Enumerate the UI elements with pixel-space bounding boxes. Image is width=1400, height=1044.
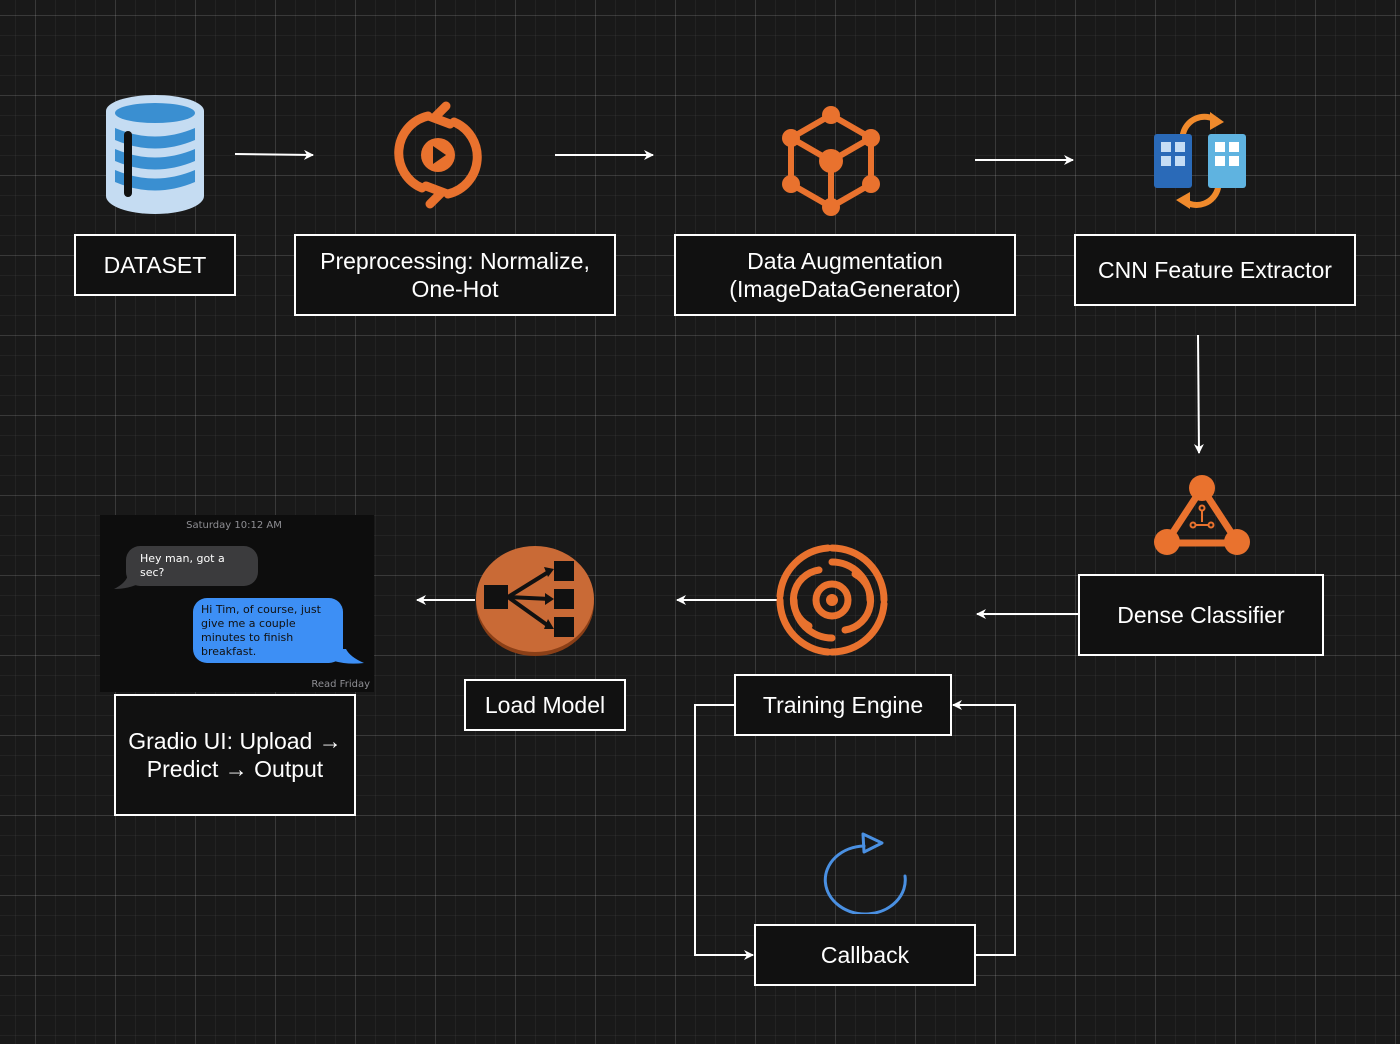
node-preprocessing[interactable]: Preprocessing: Normalize, One-Hot bbox=[294, 234, 616, 316]
database-icon bbox=[106, 95, 204, 214]
node-preprocessing-label-line1: Preprocessing: Normalize, bbox=[320, 248, 590, 274]
outgoing-bubble-tail bbox=[334, 649, 364, 664]
node-cnn-label: CNN Feature Extractor bbox=[1098, 257, 1332, 283]
node-dense-label: Dense Classifier bbox=[1117, 602, 1285, 628]
hexagon-nodes-icon bbox=[782, 106, 880, 216]
node-load-model[interactable]: Load Model bbox=[464, 679, 626, 731]
arrow-cnn-to-dense bbox=[1193, 334, 1204, 454]
node-data-augmentation[interactable]: Data Augmentation (ImageDataGenerator) bbox=[674, 234, 1016, 316]
outgoing-message-bubble: Hi Tim, of course, just give me a couple… bbox=[193, 598, 343, 663]
node-dataset[interactable]: DATASET bbox=[74, 234, 236, 296]
read-receipt: Read Friday bbox=[311, 679, 370, 690]
node-gradio-label-line1: Gradio UI: Upload → bbox=[128, 728, 342, 754]
node-dataset-label: DATASET bbox=[103, 252, 207, 278]
node-training-engine[interactable]: Training Engine bbox=[734, 674, 952, 736]
load-balancer-icon bbox=[476, 546, 594, 656]
triangle-network-icon bbox=[1154, 475, 1250, 555]
refresh-play-icon bbox=[394, 101, 482, 209]
container-sync-icon bbox=[1154, 112, 1246, 209]
node-data-augmentation-label-line1: Data Augmentation bbox=[747, 248, 943, 274]
node-cnn-feature-extractor[interactable]: CNN Feature Extractor bbox=[1074, 234, 1356, 306]
node-gradio-ui[interactable]: Gradio UI: Upload → Predict → Output bbox=[114, 694, 356, 816]
incoming-bubble-tail bbox=[114, 575, 136, 589]
rotate-arrow-icon bbox=[823, 832, 907, 914]
chat-screenshot-image: Saturday 10:12 AM Hey man, got a sec? Hi… bbox=[100, 515, 374, 692]
incoming-message-bubble: Hey man, got a sec? bbox=[126, 546, 258, 586]
arrow-callback-to-training bbox=[952, 700, 1016, 956]
node-callback[interactable]: Callback bbox=[754, 924, 976, 986]
node-callback-label: Callback bbox=[820, 942, 910, 968]
spiral-engine-icon bbox=[776, 544, 888, 656]
node-gradio-label-line2: Predict → Output bbox=[146, 756, 324, 782]
node-dense-classifier[interactable]: Dense Classifier bbox=[1078, 574, 1324, 656]
arrow-training-to-callback bbox=[694, 704, 754, 960]
node-load-model-label: Load Model bbox=[484, 692, 606, 718]
node-training-label: Training Engine bbox=[762, 692, 924, 718]
node-data-augmentation-label-line2: (ImageDataGenerator) bbox=[729, 276, 961, 302]
arrow-dataset-to-preprocessing bbox=[234, 149, 314, 160]
chat-timestamp: Saturday 10:12 AM bbox=[186, 520, 282, 531]
node-preprocessing-label-line2: One-Hot bbox=[411, 276, 499, 302]
